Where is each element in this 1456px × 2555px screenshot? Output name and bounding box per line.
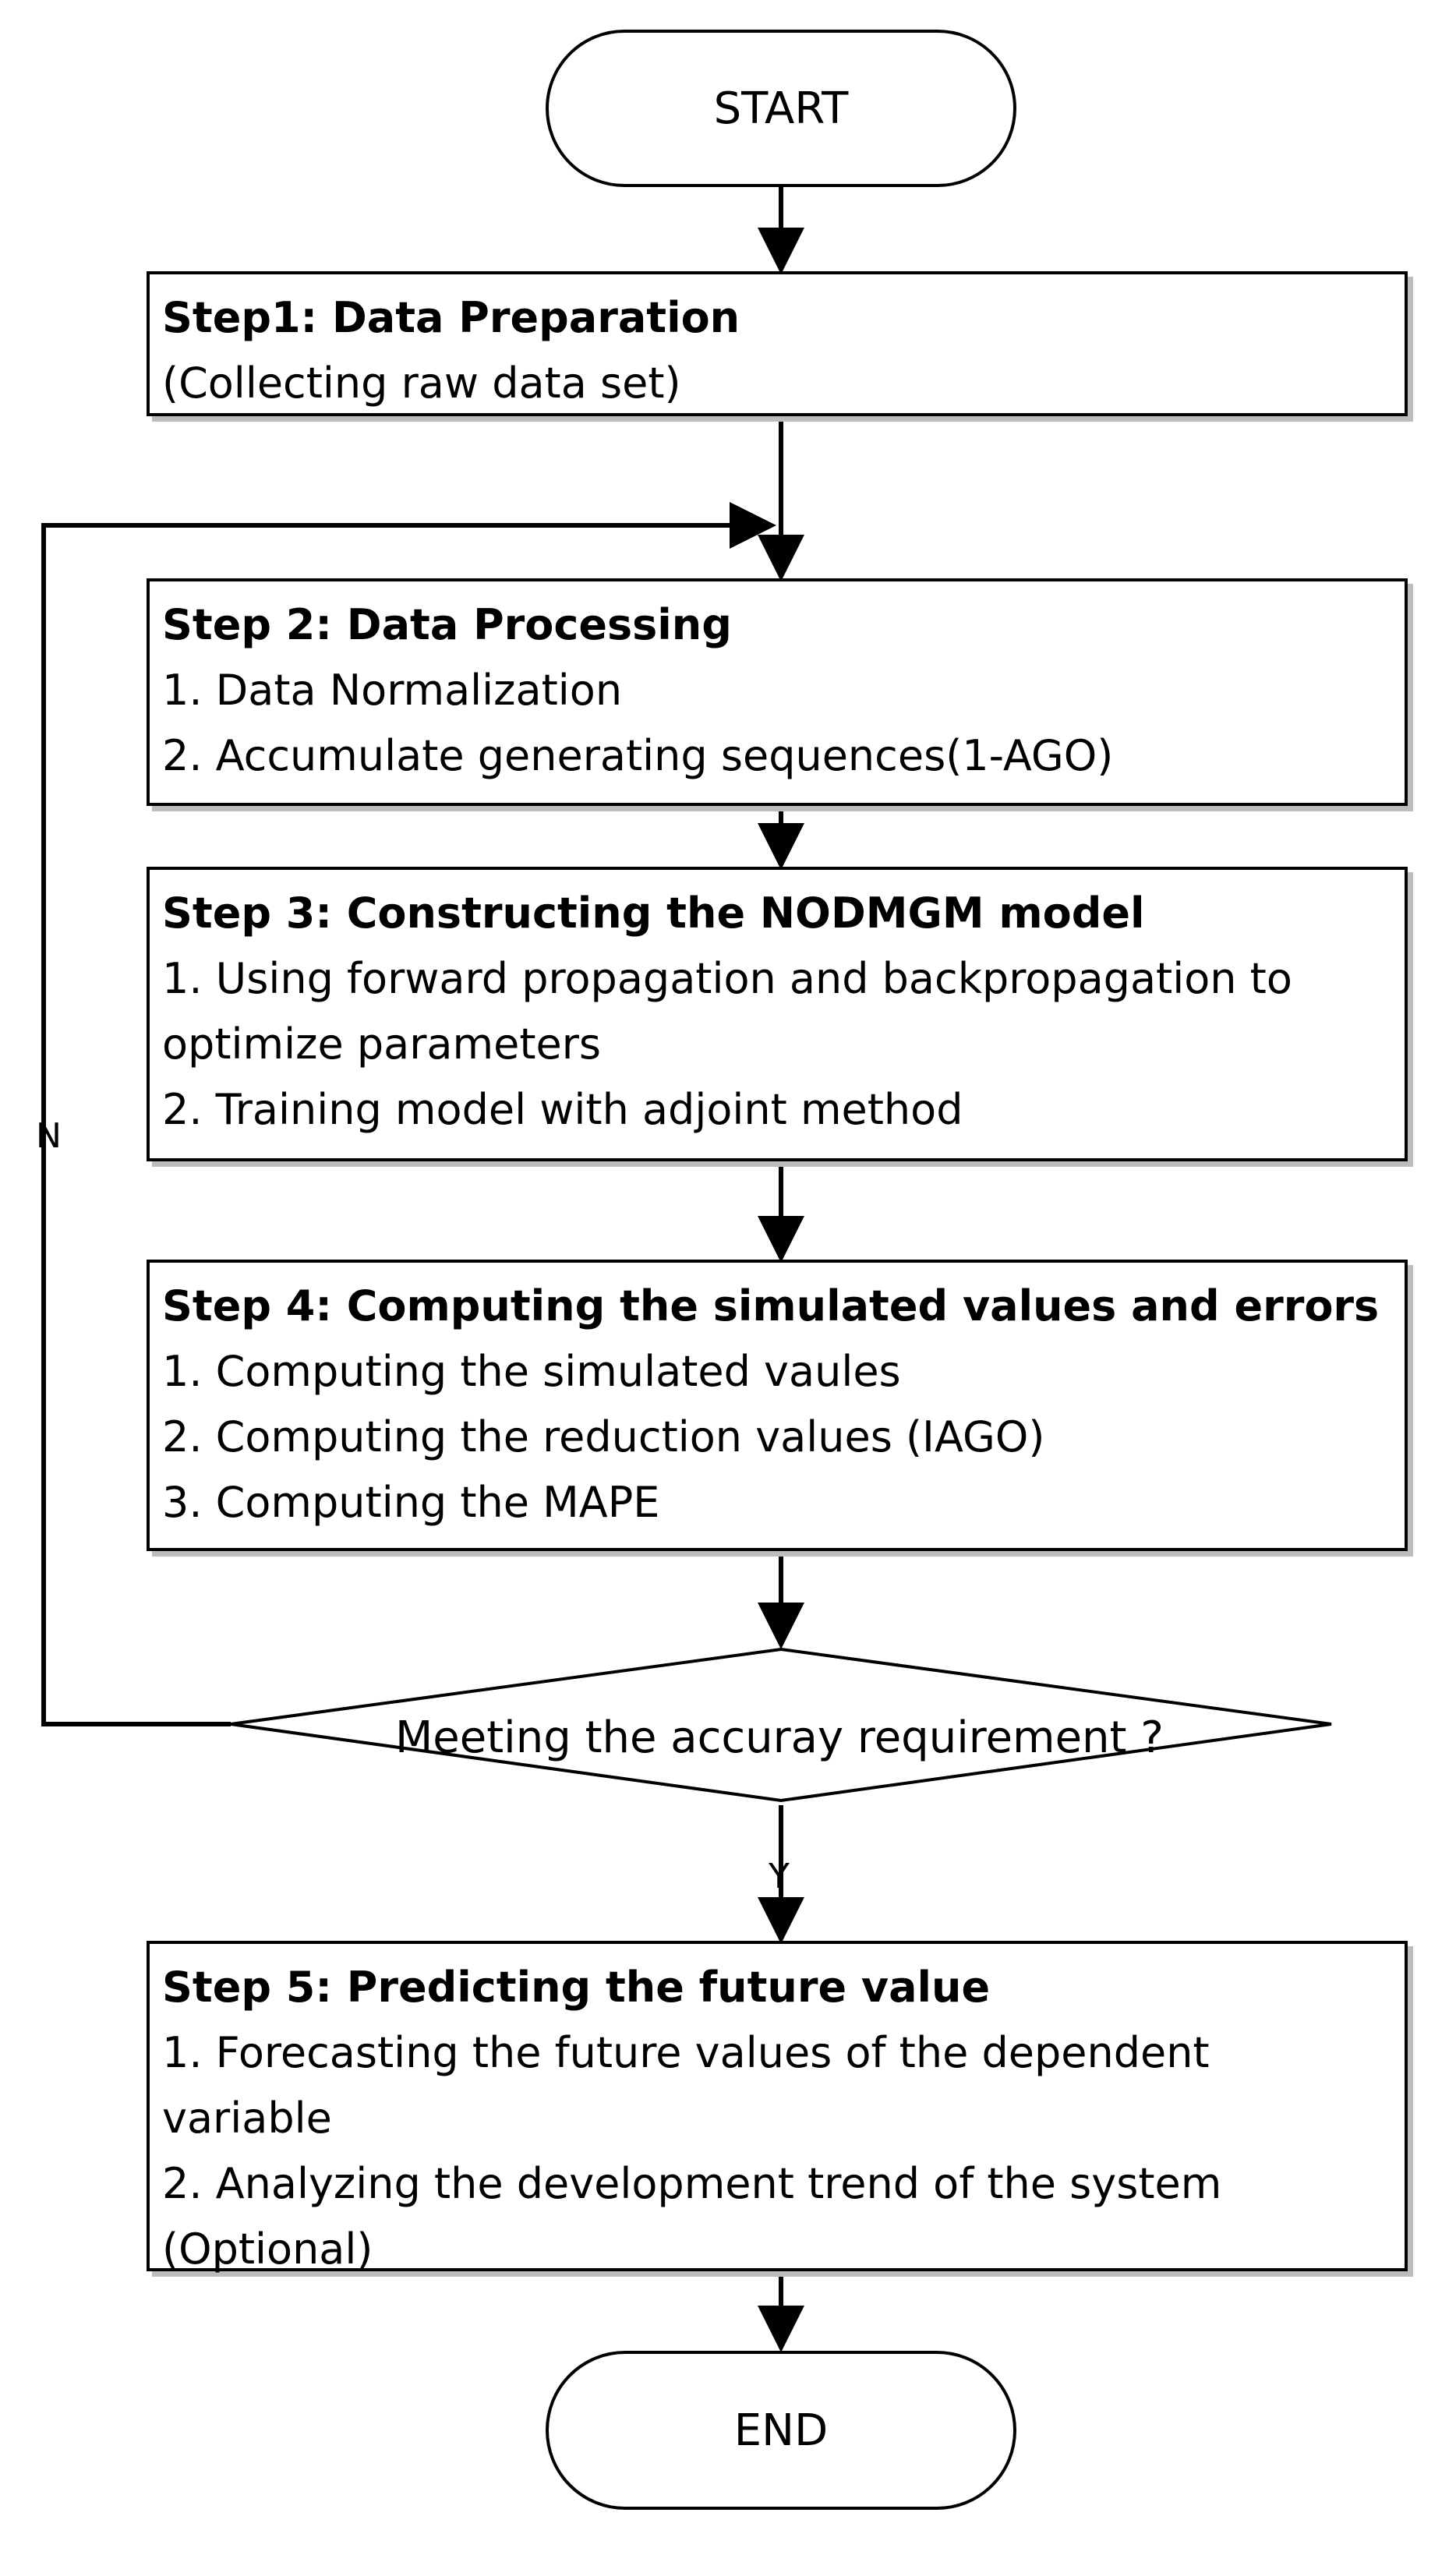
- step5-title: Step 5: Predicting the future value: [162, 1963, 991, 2012]
- end-terminal: END: [546, 2351, 1016, 2510]
- loop-back-arrow: [41, 502, 776, 1726]
- step3-item-1: 1. Using forward propagation and backpro…: [162, 954, 1292, 1003]
- step2-item-1: 1. Data Normalization: [162, 666, 623, 715]
- step4-item-2: 2. Computing the reduction values (IAGO): [162, 1412, 1045, 1461]
- step5-item-1: 1. Forecasting the future values of the …: [162, 2028, 1210, 2077]
- decision-question: Meeting the accuray requirement ?: [394, 1712, 1164, 1763]
- step4-box: Step 4: Computing the simulated values a…: [147, 1260, 1408, 1551]
- step2-title: Step 2: Data Processing: [162, 600, 732, 649]
- no-label: N: [36, 1116, 62, 1156]
- step5-item-4: (Optional): [162, 2225, 373, 2274]
- step4-item-1: 1. Computing the simulated vaules: [162, 1347, 901, 1396]
- step4-item-3: 3. Computing the MAPE: [162, 1478, 660, 1527]
- step1-title: Step1: Data Preparation: [162, 293, 740, 342]
- step1-item-1: (Collecting raw data set): [162, 359, 681, 408]
- start-label: START: [713, 83, 849, 134]
- end-label: END: [733, 2405, 829, 2456]
- step5-item-2: variable: [162, 2094, 332, 2143]
- step2-item-2: 2. Accumulate generating sequences(1-AGO…: [162, 731, 1114, 780]
- start-terminal: START: [546, 30, 1016, 187]
- yes-label: Y: [769, 1857, 790, 1896]
- step1-box: Step1: Data Preparation (Collecting raw …: [147, 271, 1408, 416]
- step3-title: Step 3: Constructing the NODMGM model: [162, 889, 1145, 938]
- step4-title: Step 4: Computing the simulated values a…: [162, 1281, 1380, 1331]
- step3-item-3: 2. Training model with adjoint method: [162, 1085, 963, 1134]
- step2-box: Step 2: Data Processing 1. Data Normaliz…: [147, 578, 1408, 806]
- step3-item-2: optimize parameters: [162, 1020, 602, 1069]
- step5-box: Step 5: Predicting the future value 1. F…: [147, 1941, 1408, 2274]
- step3-box: Step 3: Constructing the NODMGM model 1.…: [147, 867, 1408, 1161]
- decision-diamond: [230, 1647, 1332, 1803]
- step5-item-3: 2. Analyzing the development trend of th…: [162, 2159, 1222, 2208]
